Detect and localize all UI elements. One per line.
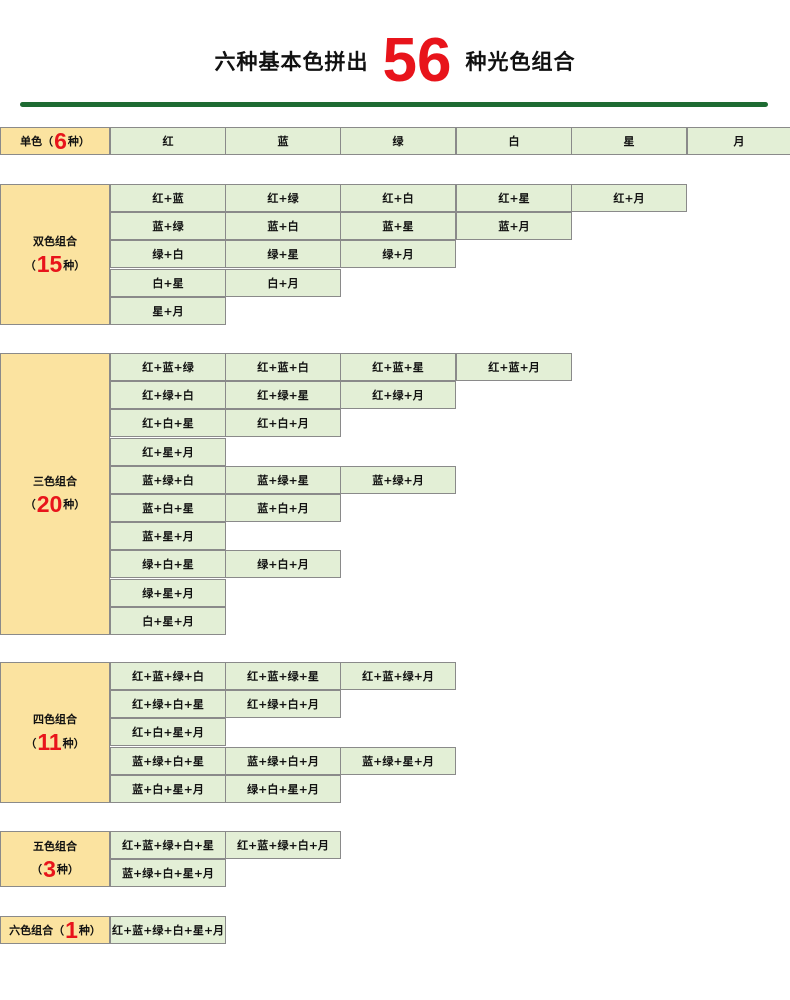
combo-cell: 白+星+月 <box>110 607 226 635</box>
group-name: 四色组合 <box>33 713 77 726</box>
group-count-unit: 种） <box>78 924 101 937</box>
group-count-number: 15 <box>36 251 63 277</box>
combo-cell: 星+月 <box>110 297 226 325</box>
combo-cell: 红+蓝+月 <box>456 353 572 381</box>
group-count-open: （ <box>24 258 36 272</box>
combo-cell: 红+蓝+绿+白+月 <box>225 831 341 859</box>
combo-cell: 蓝+月 <box>456 212 572 240</box>
group-name: 单色 <box>20 135 43 148</box>
combo-cell: 绿+星 <box>225 240 341 268</box>
combo-cell: 绿+白+月 <box>225 550 341 578</box>
group-name: 六色组合 <box>9 924 54 937</box>
combo-cell: 蓝+绿+白+星 <box>110 747 226 775</box>
combo-cell: 蓝+绿 <box>110 212 226 240</box>
combo-cell: 白+星 <box>110 269 226 297</box>
combo-cell: 红+绿+星 <box>225 381 341 409</box>
group-count-unit: 种） <box>62 736 85 750</box>
group-count-number: 3 <box>43 855 56 882</box>
combo-cell: 蓝+白 <box>225 212 341 240</box>
combo-cell: 红+蓝+绿+星 <box>225 662 341 690</box>
combo-cell: 红+蓝 <box>110 184 226 212</box>
combo-cell: 绿+月 <box>340 240 456 268</box>
combo-cell: 红+绿 <box>225 184 341 212</box>
combo-cell: 蓝 <box>225 127 341 155</box>
combo-cell: 绿 <box>340 127 456 155</box>
combo-cell: 红+月 <box>571 184 687 212</box>
combo-cell: 蓝+白+月 <box>225 494 341 522</box>
combo-cell: 红+星+月 <box>110 438 226 466</box>
combo-cell: 绿+白 <box>110 240 226 268</box>
group-count-open: （ <box>53 924 65 937</box>
combo-cell: 红+白+月 <box>225 409 341 437</box>
page-title: 六种基本色拼出 56 种光色组合 <box>0 26 790 96</box>
combo-cell: 红+蓝+绿+月 <box>340 662 456 690</box>
combo-cell: 红+星 <box>456 184 572 212</box>
group-name: 双色组合 <box>33 235 77 248</box>
group-count-open: （ <box>25 736 37 750</box>
group-name: 五色组合 <box>33 839 77 853</box>
group-name: 三色组合 <box>33 474 77 488</box>
combo-cell: 蓝+白+星+月 <box>110 775 226 803</box>
combo-cell: 蓝+绿+星+月 <box>340 747 456 775</box>
combo-cell: 月 <box>687 127 790 155</box>
title-number: 56 <box>382 26 452 95</box>
combo-cell: 绿+白+星+月 <box>225 775 341 803</box>
combo-cell: 红+白 <box>340 184 456 212</box>
combo-cell: 蓝+绿+白+星+月 <box>110 859 226 887</box>
combo-cell: 蓝+绿+星 <box>225 466 341 494</box>
group-count-open: （ <box>31 863 43 876</box>
group-count-unit: 种） <box>63 498 86 511</box>
group-count-number: 20 <box>36 490 63 517</box>
combo-cell: 红+绿+白+月 <box>225 690 341 718</box>
combo-cell: 绿+星+月 <box>110 579 226 607</box>
combo-cell: 红+蓝+星 <box>340 353 456 381</box>
combo-cell: 红+蓝+绿 <box>110 353 226 381</box>
combo-cell: 红 <box>110 127 226 155</box>
combo-cell: 红+蓝+白 <box>225 353 341 381</box>
combo-cell: 红+白+星 <box>110 409 226 437</box>
combo-cell: 白+月 <box>225 269 341 297</box>
combo-cell: 红+绿+白+星 <box>110 690 226 718</box>
combo-cell: 蓝+星 <box>340 212 456 240</box>
group-count-unit: 种） <box>67 135 90 148</box>
combo-cell: 绿+白+星 <box>110 550 226 578</box>
group-count-unit: 种） <box>56 863 79 876</box>
group-count-unit: 种） <box>63 258 86 272</box>
group-count-number: 1 <box>65 916 78 943</box>
combo-cell: 白 <box>456 127 572 155</box>
title-right: 种光色组合 <box>465 50 576 74</box>
combo-cell: 红+绿+白 <box>110 381 226 409</box>
title-left: 六种基本色拼出 <box>214 50 369 74</box>
combo-cell: 红+白+星+月 <box>110 718 226 746</box>
combo-cell: 星 <box>571 127 687 155</box>
combo-cell: 红+蓝+绿+白+星+月 <box>110 916 226 944</box>
combo-cell: 蓝+绿+白+月 <box>225 747 341 775</box>
title-divider <box>20 102 768 107</box>
combo-cell: 红+蓝+绿+白+星 <box>110 831 226 859</box>
group-count-open: （ <box>42 135 54 148</box>
combo-cell: 蓝+星+月 <box>110 522 226 550</box>
group-count-number: 11 <box>37 729 62 755</box>
combo-cell: 蓝+白+星 <box>110 494 226 522</box>
combo-cell: 红+绿+月 <box>340 381 456 409</box>
group-count-open: （ <box>24 498 36 511</box>
combo-cell: 红+蓝+绿+白 <box>110 662 226 690</box>
combo-cell: 蓝+绿+月 <box>340 466 456 494</box>
combo-cell: 蓝+绿+白 <box>110 466 226 494</box>
group-count-number: 6 <box>54 127 67 154</box>
